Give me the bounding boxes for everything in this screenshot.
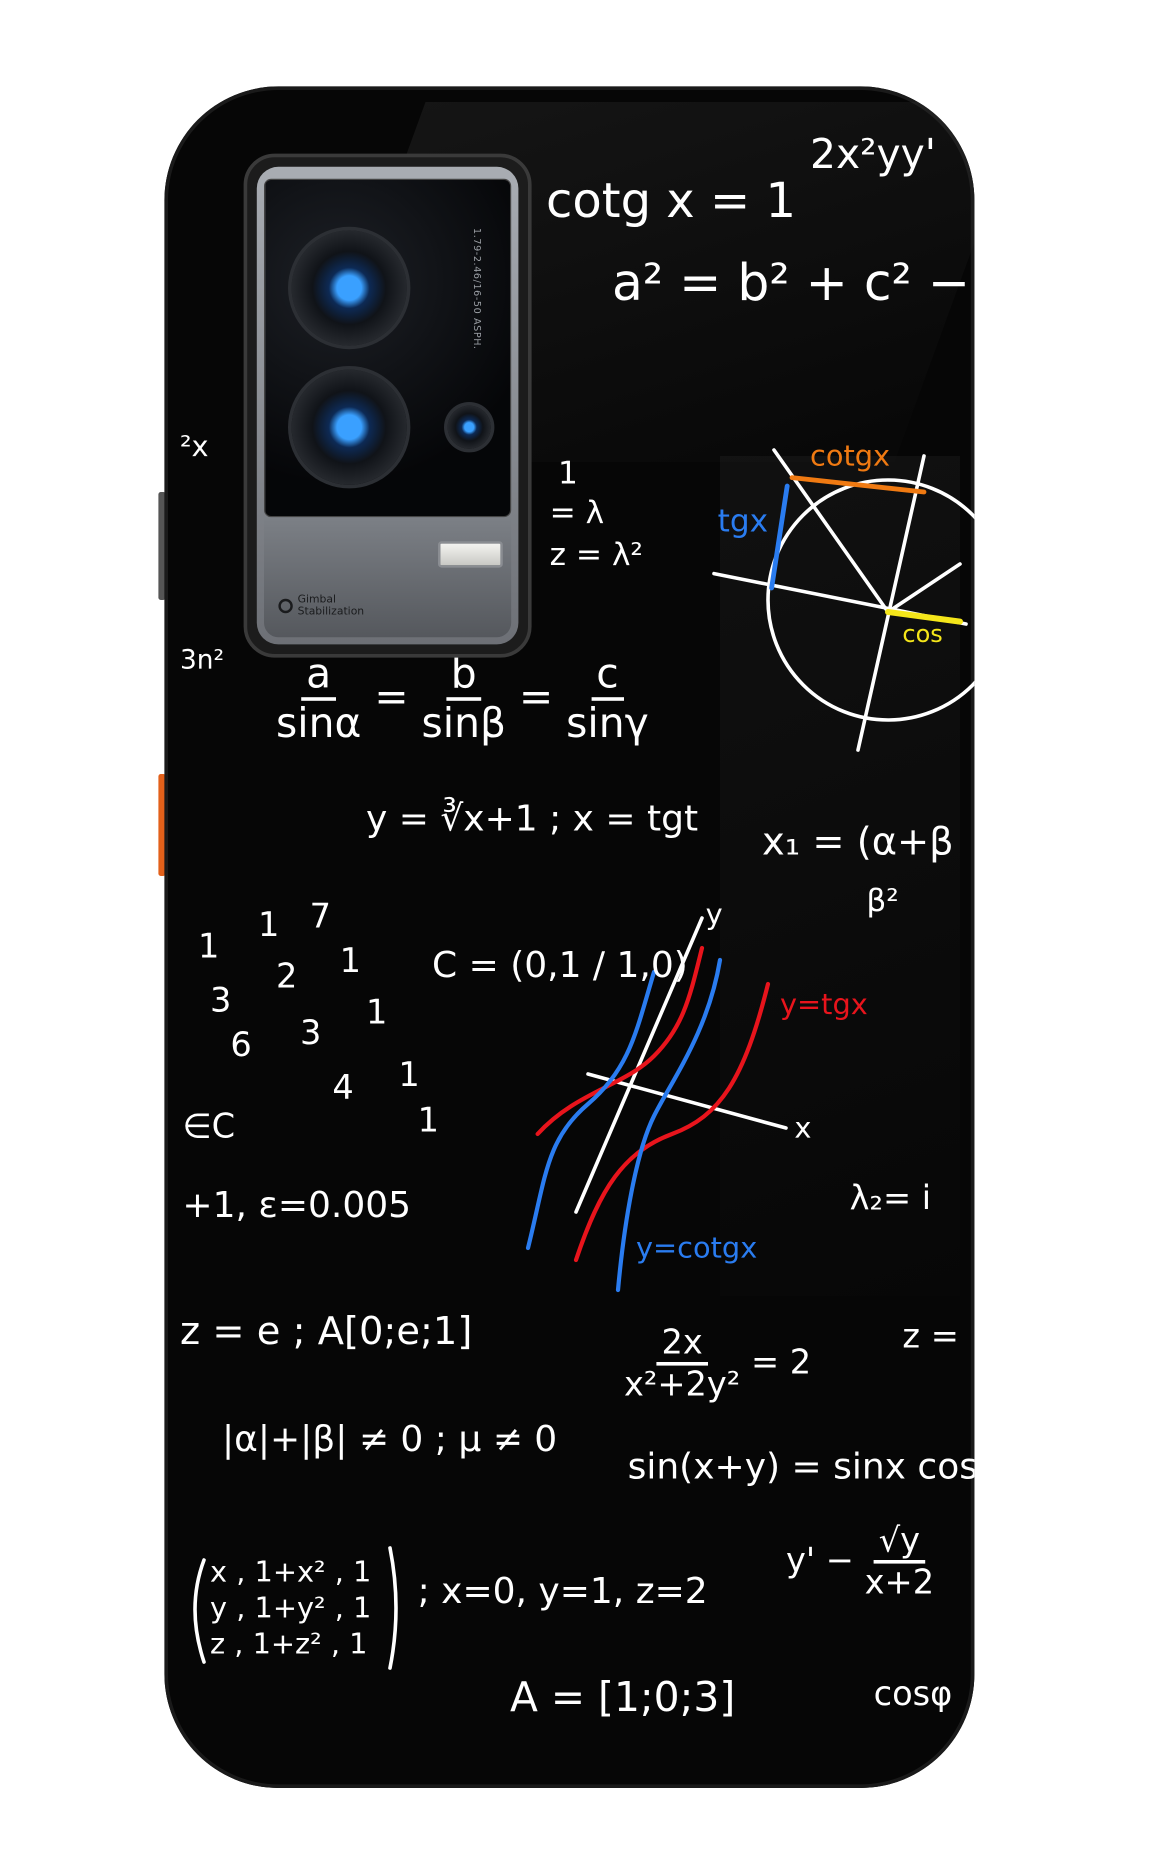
number: 4: [332, 1068, 354, 1108]
cotg-curve: [525, 969, 657, 1251]
axis-label-x: x: [794, 1111, 812, 1145]
chalk-drawings: [193, 448, 975, 1670]
formula: = λ: [549, 495, 605, 532]
formula-matrix-c: C = (0,1 / 1,0): [432, 944, 688, 987]
number: 7: [309, 896, 331, 937]
formula: cosφ: [873, 1674, 953, 1714]
flash: [438, 541, 503, 568]
formula: λ₂= i: [849, 1178, 932, 1218]
cos-segment: [885, 609, 964, 625]
number: 1: [366, 992, 388, 1032]
formula: 2x²yy': [810, 130, 936, 179]
logo-line: Stabilization: [297, 606, 365, 619]
formula: A = [1;0;3]: [510, 1674, 736, 1723]
number: 3: [210, 980, 232, 1021]
tg-segment: [769, 483, 790, 591]
formula: |α|+|β| ≠ 0 ; μ ≠ 0: [222, 1418, 558, 1461]
formula: β²: [866, 883, 899, 920]
formula: x₁ = (α+β: [762, 818, 954, 865]
formula-cos: cos: [902, 619, 943, 648]
main-lens: [291, 230, 407, 346]
gimbal-icon: [278, 599, 293, 614]
number: 1: [198, 926, 220, 967]
y-axis: [574, 916, 704, 1214]
number: 2: [276, 956, 298, 997]
matrix-row: x , 1+x² , 1: [210, 1555, 372, 1589]
number: 3: [300, 1012, 322, 1053]
formula: +1, ε=0.005: [182, 1184, 412, 1227]
formula: z =: [902, 1316, 959, 1356]
formula: ²x: [180, 429, 209, 464]
formula-cotg: cotgx: [810, 439, 891, 473]
number: 1: [258, 904, 280, 945]
side-button: [158, 492, 166, 600]
formula-tg-label: y=tgx: [780, 987, 868, 1022]
formula: y = ∛x+1 ; x = tgt: [366, 798, 699, 841]
radius: [886, 562, 962, 614]
axis-label-y: y: [705, 897, 723, 932]
formula: z = λ²: [549, 537, 643, 574]
small-lens: [447, 405, 491, 449]
formula-tg: tgx: [717, 504, 769, 540]
x-axis: [586, 1072, 788, 1130]
logo-line: Gimbal: [297, 594, 336, 606]
formula: ; x=0, y=1, z=2: [417, 1570, 708, 1613]
tg-curve: [535, 945, 705, 1137]
number: 1: [339, 940, 361, 981]
reflection: [720, 456, 961, 1297]
lens-spec: 1.79-2.46/16-50 ASPH.: [471, 228, 483, 350]
formula: cotg x = 1: [546, 174, 796, 230]
formula: a² = b² + c² − 2: [612, 253, 974, 312]
tg-curve: [573, 981, 771, 1263]
graph-axes: [574, 916, 788, 1214]
wide-lens: [291, 369, 407, 485]
cotg-curve: [615, 957, 723, 1293]
side-button-accent: [158, 774, 166, 877]
cotg-segment: [789, 475, 927, 495]
formula-cotg-label: y=cotgx: [636, 1231, 758, 1265]
number: 6: [230, 1024, 252, 1065]
unit-circle: [712, 448, 975, 752]
number: 1: [417, 1100, 439, 1140]
formula: sin(x+y) = sinx cos: [627, 1446, 975, 1488]
formula: z = e ; A[0;e;1]: [180, 1308, 473, 1354]
matrix-bracket: [193, 1546, 398, 1670]
number: 1: [398, 1054, 420, 1095]
formula: 3n²: [180, 645, 225, 676]
matrix-row: z , 1+z² , 1: [210, 1627, 368, 1661]
circle: [766, 478, 975, 722]
formula: ∈C: [182, 1106, 236, 1146]
matrix-row: y , 1+y² , 1: [210, 1591, 372, 1625]
axis: [856, 454, 926, 752]
phone-case: 2x²yy' cotg x = 1 a² = b² + c² − 2 cotgx…: [164, 86, 975, 1789]
formula: 1: [558, 456, 578, 493]
camera-glass: 1.79-2.46/16-50 ASPH.: [264, 178, 512, 518]
